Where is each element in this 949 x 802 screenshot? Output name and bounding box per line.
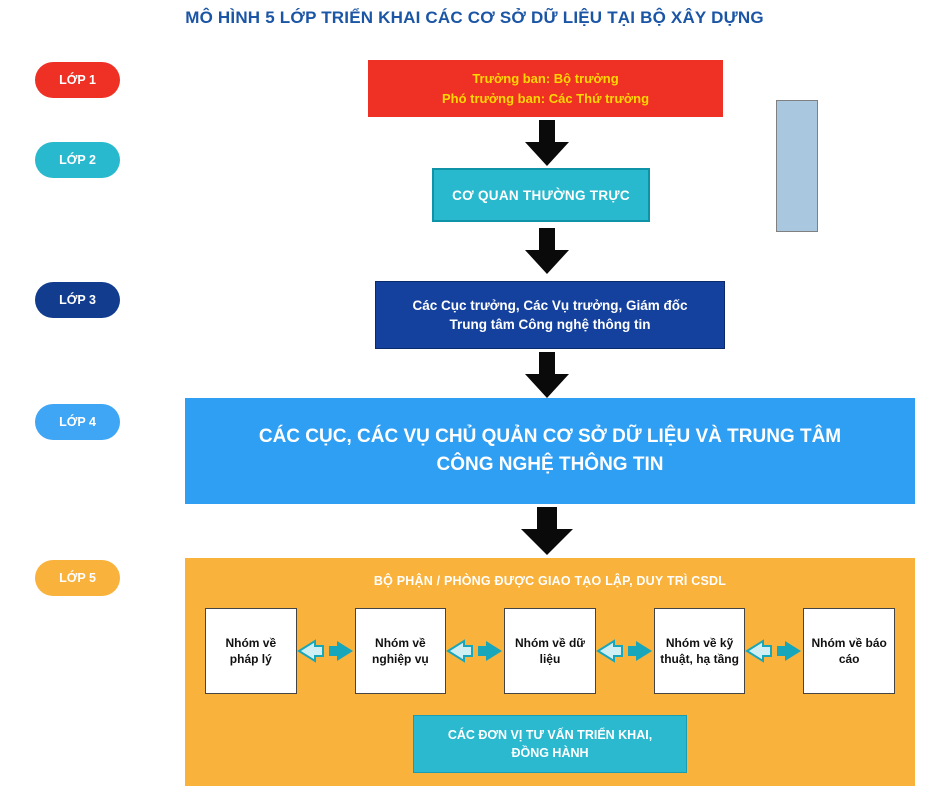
consultant-line1: CÁC ĐƠN VỊ TƯ VẤN TRIỂN KHAI,	[447, 728, 653, 742]
level2-label: CƠ QUAN THƯỜNG TRỰC	[452, 187, 630, 203]
level5-header: BỘ PHẬN / PHÒNG ĐƯỢC GIAO TẠO LẬP, DUY T…	[373, 574, 727, 588]
down-arrow-icon	[525, 228, 569, 279]
level1-line1: Trưởng ban: Bộ trưởng	[472, 71, 619, 86]
down-arrow-icon	[525, 120, 569, 171]
level1-line2: Phó trưởng ban: Các Thứ trưởng	[441, 91, 650, 106]
level4-line2: CÔNG NGHỆ THÔNG TIN	[436, 454, 664, 475]
decorative-rectangle	[776, 100, 818, 232]
level1-box: Trưởng ban: Bộ trưởng Phó trưởng ban: Cá…	[368, 60, 723, 117]
group-box-data: Nhóm về dữ liệu	[504, 608, 596, 694]
double-arrow-icon	[296, 636, 355, 666]
layer-pill-2: LỚP 2	[35, 142, 120, 178]
level3-line2: Trung tâm Công nghệ thông tin	[449, 317, 651, 332]
layer-pill-5: LỚP 5	[35, 560, 120, 596]
down-arrow-icon	[521, 507, 573, 560]
page-title: MÔ HÌNH 5 LỚP TRIỂN KHAI CÁC CƠ SỞ DỮ LI…	[185, 8, 764, 27]
level3-line1: Các Cục trưởng, Các Vụ trưởng, Giám đốc	[412, 298, 688, 313]
level4-line1: CÁC CỤC, CÁC VỤ CHỦ QUẢN CƠ SỞ DỮ LIỆU V…	[258, 426, 842, 447]
down-arrow-icon	[525, 352, 569, 403]
level2-box: CƠ QUAN THƯỜNG TRỰC	[432, 168, 650, 222]
consultant-line2: ĐỒNG HÀNH	[511, 746, 589, 760]
double-arrow-icon	[595, 636, 654, 666]
level5-groups-row: Nhóm về pháp lý Nhóm về nghiệp vụ Nhóm v…	[185, 608, 915, 694]
level4-box: CÁC CỤC, CÁC VỤ CHỦ QUẢN CƠ SỞ DỮ LIỆU V…	[185, 398, 915, 504]
level5-panel: BỘ PHẬN / PHÒNG ĐƯỢC GIAO TẠO LẬP, DUY T…	[185, 558, 915, 786]
group-box-technical: Nhóm về kỹ thuật, hạ tầng	[653, 608, 746, 694]
layer-pill-3: LỚP 3	[35, 282, 120, 318]
group-box-legal: Nhóm về pháp lý	[205, 608, 297, 694]
layer-pill-1: LỚP 1	[35, 62, 120, 98]
double-arrow-icon	[745, 636, 803, 666]
double-arrow-icon	[446, 636, 504, 666]
level3-box: Các Cục trưởng, Các Vụ trưởng, Giám đốc …	[375, 281, 725, 349]
consultant-box: CÁC ĐƠN VỊ TƯ VẤN TRIỂN KHAI, ĐỒNG HÀNH	[413, 715, 687, 773]
group-box-reporting: Nhóm về báo cáo	[803, 608, 895, 694]
layer-pill-4: LỚP 4	[35, 404, 120, 440]
group-box-operations: Nhóm về nghiệp vụ	[354, 608, 447, 694]
